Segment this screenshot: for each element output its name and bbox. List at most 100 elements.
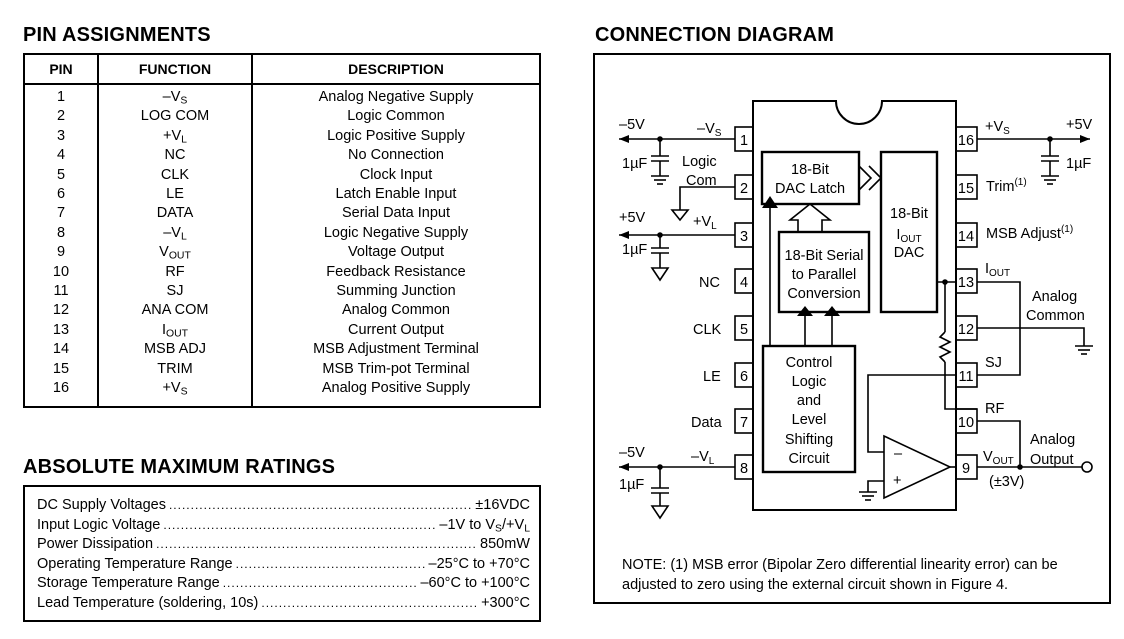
- rating-label: Power Dissipation: [37, 536, 154, 552]
- capacitor-label: 1µF: [622, 242, 647, 258]
- pin-number-cell: 7: [56, 205, 66, 222]
- pin-label: NC: [699, 275, 720, 291]
- pin-label: Logic: [682, 154, 717, 170]
- rating-label: Operating Temperature Range: [37, 555, 233, 572]
- function-cell: –VS: [162, 89, 188, 107]
- control-logic-label: Level: [792, 412, 827, 428]
- description-cell: Summing Junction: [336, 283, 456, 299]
- pin-number-cell: 8: [56, 224, 66, 241]
- pin-number: 7: [740, 415, 748, 431]
- pin-label: Data: [691, 415, 723, 431]
- function-cell: ANA COM: [141, 302, 209, 319]
- function-cell: +VS: [162, 380, 188, 398]
- pin-number: 3: [740, 229, 748, 245]
- function-cell: –VL: [163, 224, 187, 243]
- rating-value: +300°C: [481, 594, 530, 611]
- control-logic-label: Control: [786, 355, 833, 371]
- pin-label: SJ: [985, 355, 1002, 371]
- table-row: 10 RF Feedback Resistance: [25, 264, 539, 283]
- diagram-note: NOTE: (1) MSB error (Bipolar Zero differ…: [622, 557, 1058, 593]
- capacitor-label: 1µF: [1066, 156, 1091, 172]
- pin-number-cell: 14: [52, 341, 70, 358]
- pin-label: Analog: [1032, 289, 1077, 305]
- pin-number: 4: [740, 275, 748, 291]
- pin-number: 2: [740, 181, 748, 197]
- description-cell: Current Output: [348, 321, 444, 338]
- pin-number-cell: 6: [56, 186, 66, 202]
- rating-value: –25°C to +70°C: [428, 555, 530, 572]
- pin-label: –VL: [691, 449, 715, 467]
- pin-label: (±3V): [989, 474, 1024, 490]
- pin-number-cell: 5: [56, 166, 66, 183]
- pin-number-cell: 13: [52, 321, 70, 338]
- pin-number: 5: [740, 322, 748, 338]
- description-cell: Logic Negative Supply: [323, 224, 469, 241]
- capacitor-label: 1µF: [622, 156, 647, 172]
- pin-label: MSB Adjust(1): [986, 224, 1073, 242]
- description-cell: Logic Positive Supply: [327, 127, 465, 144]
- pin-number-cell: 2: [56, 108, 66, 125]
- description-cell: Analog Positive Supply: [321, 380, 471, 396]
- ratings-title: ABSOLUTE MAXIMUM RATINGS: [23, 456, 336, 478]
- pin-label: LE: [703, 369, 721, 385]
- pin-number-cell: 16: [52, 380, 70, 396]
- pin-number-cell: 1: [56, 89, 66, 105]
- connection-diagram-box: [593, 53, 1111, 604]
- pin-assignments-title: PIN ASSIGNMENTS: [23, 24, 211, 46]
- rating-row: Input Logic Voltage –1V to VS/+VL: [37, 517, 530, 537]
- pin-number: 16: [958, 133, 974, 149]
- rating-row: Lead Temperature (soldering, 10s) +300°C: [37, 595, 530, 615]
- description-cell: Serial Data Input: [341, 205, 450, 222]
- control-logic-label: Logic: [792, 374, 827, 390]
- opamp-plus: +: [893, 473, 901, 489]
- pin-number: 9: [962, 461, 970, 477]
- pin-number-cell: 10: [52, 263, 70, 280]
- rating-value: –1V to VS/+VL: [439, 516, 530, 535]
- pin-label: Analog: [1030, 432, 1075, 448]
- description-cell: MSB Adjustment Terminal: [313, 341, 479, 358]
- function-cell: RF: [165, 263, 185, 280]
- pin-label: IOUT: [985, 261, 1010, 279]
- rating-label: Lead Temperature (soldering, 10s): [37, 594, 259, 611]
- pin-number: 11: [958, 369, 973, 385]
- description-cell: Voltage Output: [348, 244, 444, 261]
- pin-label: VOUT: [983, 449, 1014, 467]
- pin-label: CLK: [693, 322, 722, 338]
- pin-number: 14: [958, 229, 974, 245]
- pin-label: Com: [686, 173, 717, 189]
- rating-label: Storage Temperature Range: [37, 575, 220, 591]
- pin-label: RF: [985, 401, 1004, 417]
- pin-label: +VL: [693, 214, 717, 232]
- description-cell: Analog Common: [342, 302, 450, 319]
- pin-number: 10: [958, 415, 974, 431]
- pin-number-cell: 12: [52, 302, 70, 319]
- iout-dac-label: DAC: [894, 245, 925, 261]
- pin-number: 12: [958, 322, 974, 338]
- pin-number: 1: [740, 133, 748, 149]
- control-logic-label: Circuit: [788, 451, 829, 467]
- pin-number: 6: [740, 369, 748, 385]
- table-header: PIN FUNCTION DESCRIPTION: [25, 55, 539, 85]
- supply-label: –5V: [619, 117, 645, 133]
- pin-number-cell: 15: [52, 360, 70, 377]
- function-cell: DATA: [156, 205, 194, 222]
- function-cell: LE: [166, 186, 184, 202]
- function-cell: CLK: [160, 166, 190, 183]
- pin-number: 13: [958, 275, 974, 291]
- pin-label: Output: [1030, 452, 1074, 468]
- description-cell: Feedback Resistance: [326, 263, 466, 280]
- table-row: 12 ANA COM Analog Common: [25, 302, 539, 321]
- iout-dac-label: IOUT: [896, 227, 921, 245]
- pin-label: +VS: [985, 119, 1010, 137]
- rating-row: DC Supply Voltages ±16VDC: [37, 497, 530, 517]
